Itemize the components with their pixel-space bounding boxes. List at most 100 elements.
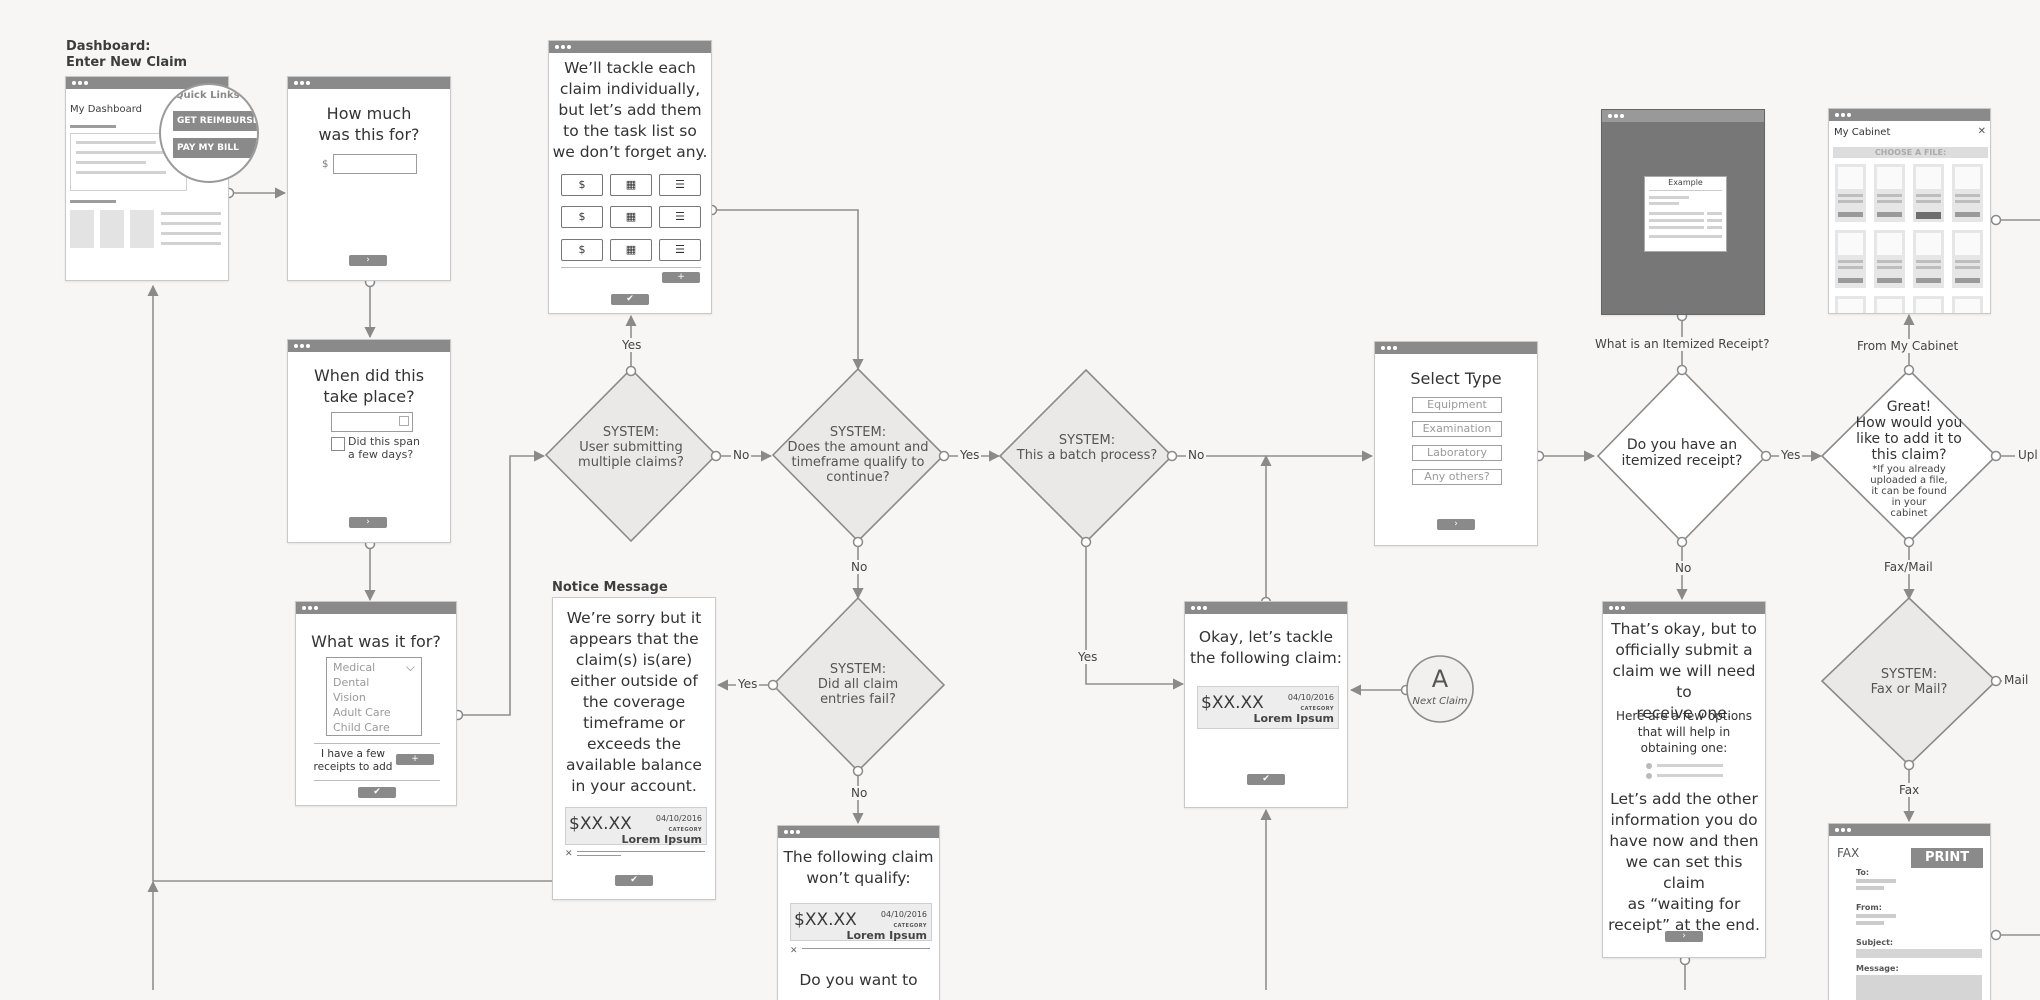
edge-what-multiple [458,450,546,716]
example-modal: Example [1644,176,1727,252]
category-select[interactable]: ⌵ Medical Dental Vision Adult Care Child… [326,657,422,736]
currency-symbol: $ [322,159,329,170]
option[interactable]: Medical [333,661,376,674]
confirm-button[interactable]: ✔ [358,787,396,798]
file-thumbnail[interactable] [1874,164,1905,222]
tackle-each-screen: We’ll tackle each claim individually, bu… [548,40,712,314]
next-button[interactable]: › [1437,519,1475,530]
option[interactable]: Vision [333,691,366,704]
type-option-examination[interactable]: Examination [1412,421,1502,437]
chevron-down-icon: ⌵ [405,660,415,674]
label-no: No [1186,448,1207,462]
decision-great-text: Great! How would you like to add it to t… [1855,399,1963,463]
wont-qualify-screen: The following claim won’t qualify: $XX.X… [777,825,940,1000]
confirm-button[interactable]: ✔ [611,294,649,305]
file-thumbnail[interactable] [1835,230,1866,288]
list-icon[interactable]: ☰ [659,239,701,261]
select-type-screen: Select Type Equipment Examination Labora… [1374,341,1538,546]
span-checkbox[interactable] [331,437,345,451]
dollar-button[interactable]: $ [561,174,603,196]
close-icon[interactable]: ✕ [1977,126,1986,137]
confirm-button[interactable]: ✔ [615,875,653,886]
dashboard-heading: Dashboard: Enter New Claim [66,39,188,70]
calendar-icon[interactable]: ▦ [610,239,652,261]
cabinet-title: My Cabinet [1834,127,1891,138]
type-option-equipment[interactable]: Equipment [1412,397,1502,413]
list-icon[interactable]: ☰ [659,206,701,228]
option[interactable]: Adult Care [333,706,391,719]
edge-batch-tackle [1085,542,1185,690]
date-input[interactable] [331,412,413,432]
calendar-icon[interactable]: ▦ [610,174,652,196]
example-title: Example [1668,178,1703,187]
tackle-following-title: Okay, let’s tackle the following claim: [1190,628,1342,667]
file-thumbnail[interactable] [1835,164,1866,222]
file-thumbnail[interactable] [1874,296,1905,313]
how-much-title: How much was this for? [318,104,420,144]
receipts-label: I have a few receipts to add [313,748,393,773]
label-upload: Upl [2016,448,2040,462]
option[interactable]: Child Care [333,721,390,734]
type-option-others[interactable]: Any others? [1412,469,1502,485]
decision-all-fail-text: SYSTEM: Did all claim entries fail? [817,662,899,707]
decision-fax-mail-text: SYSTEM: Fax or Mail? [1870,667,1948,697]
pay-my-bill-button[interactable]: PAY MY BILL [173,138,257,158]
wont-qualify-question: Do you want to [799,971,918,989]
label-no: No [849,786,870,800]
add-row-button[interactable]: + [662,272,700,283]
dollar-button[interactable]: $ [561,206,603,228]
select-type-title: Select Type [1410,369,1502,388]
label-no: No [1673,561,1694,575]
quick-links-magnifier: Quick Links GET REIMBURSED PAY MY BILL [159,83,259,183]
decision-qualify-text: SYSTEM: Does the amount and timeframe qu… [787,425,929,485]
amount-input[interactable] [333,154,417,174]
file-thumbnail-selected[interactable] [1913,164,1944,222]
file-thumbnail[interactable] [1913,296,1944,313]
label-fax: Fax [1897,783,1922,797]
file-thumbnail[interactable] [1952,164,1983,222]
file-thumbnail[interactable] [1913,230,1944,288]
next-button[interactable]: › [349,517,387,528]
file-thumbnail[interactable] [1952,230,1983,288]
fax-subject-label: Subject: [1856,938,1894,947]
file-thumbnail[interactable] [1874,230,1905,288]
list-icon[interactable]: ☰ [659,174,701,196]
label-yes: Yes [620,338,644,352]
connector-letter: A [1431,665,1449,693]
fax-screen: FAX PRINT To: From: Subject: Message: [1828,823,1991,1000]
next-button[interactable]: › [349,255,387,266]
connector-caption: Next Claim [1412,696,1468,707]
type-option-laboratory[interactable]: Laboratory [1412,445,1502,461]
fax-title: FAX [1837,846,1860,860]
label-yes: Yes [958,448,982,462]
label-no: No [849,560,870,574]
fax-from-label: From: [1856,903,1882,912]
file-thumbnail[interactable] [1952,296,1983,313]
decision-multiple-claims [544,367,718,543]
print-button[interactable]: PRINT [1911,848,1983,868]
get-reimbursed-button[interactable]: GET REIMBURSED [173,111,257,131]
label-mail: Mail [2002,673,2031,687]
dollar-button[interactable]: $ [561,239,603,261]
wont-qualify-title: The following claim won’t qualify: [783,848,934,887]
option[interactable]: Dental [333,676,370,689]
what-for-title: What was it for? [311,632,441,651]
when-screen: When did this take place? Did this span … [287,339,451,543]
tackle-each-title: We’ll tackle each claim individually, bu… [552,59,708,161]
label-no: No [731,448,752,462]
calendar-icon[interactable]: ▦ [610,206,652,228]
confirm-button[interactable]: ✔ [1247,774,1285,785]
next-claim-connector [1406,655,1474,723]
no-receipt-followup: Let’s add the other information you do h… [1608,790,1760,934]
file-thumbnail[interactable] [1835,296,1866,313]
when-title: When did this take place? [313,366,425,406]
add-receipt-button[interactable]: + [396,754,434,765]
how-much-screen: How much was this for? $ › [287,76,451,281]
no-receipt-options: Here are a few options that will help in… [1615,709,1753,755]
fax-to-label: To: [1856,868,1870,877]
next-button[interactable]: › [1665,931,1703,942]
edge-tackle-qualify [712,209,864,371]
no-receipt-intro: That’s okay, but to officially submit a … [1611,620,1757,722]
